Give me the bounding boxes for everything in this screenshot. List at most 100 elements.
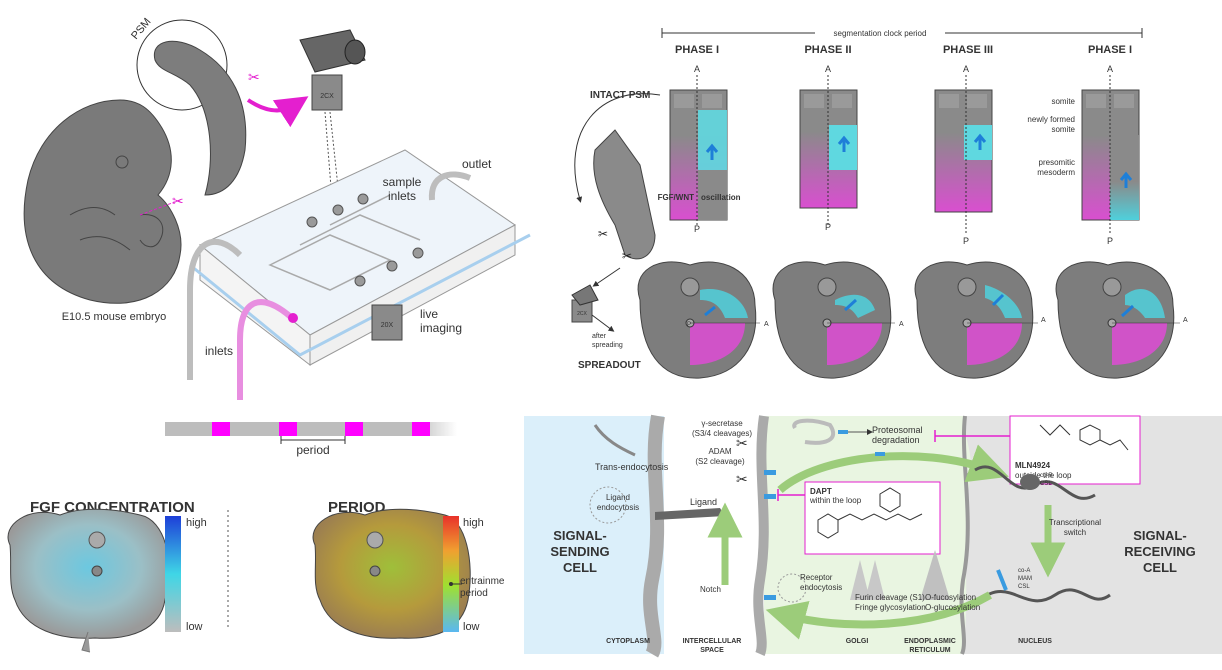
vesicle <box>792 418 836 445</box>
objective-2cx-small-label: 2CX <box>577 311 587 317</box>
sample-inlets-label-1: sample <box>383 175 422 189</box>
outlet-label: outlet <box>462 157 492 171</box>
spreadout-phase-4 <box>1055 261 1180 379</box>
somite-label: somite <box>1051 97 1075 106</box>
period-colorbar <box>443 516 459 632</box>
period-high-label: high <box>463 517 484 529</box>
receiving-label-2: RECEIVING <box>1124 544 1196 559</box>
trans-endo-label: Trans-endocytosis <box>595 462 669 472</box>
fgf-colorbar <box>165 516 181 632</box>
entrainment-label-1: entrainme <box>460 576 505 587</box>
oglc-label: O-glucosylation <box>925 603 980 612</box>
receiving-membrane <box>753 415 769 656</box>
mouse-embryo <box>23 99 182 304</box>
big-green-arrow-bottom <box>765 591 993 640</box>
embryo-panel: ✂ E10.5 mouse embryo PSM ✂ 2CX outlet sa… <box>23 16 531 457</box>
clock-period-header: segmentation clock period <box>834 29 927 38</box>
receiving-label-3: CELL <box>1143 560 1177 575</box>
outlet-tube <box>428 171 472 201</box>
transcr-label-1: Transcriptional <box>1049 518 1101 527</box>
inlets-label: inlets <box>205 344 233 358</box>
fringe-label: Fringe glycosylation <box>855 603 926 612</box>
golgi-stack <box>850 550 950 600</box>
scissors-icon: ✂ <box>622 249 632 263</box>
psm-phase-2 <box>799 75 858 225</box>
presomitic-label-2: mesoderm <box>1037 168 1075 177</box>
mln-sub-label: outside the loop <box>1015 471 1072 480</box>
sending-label-3: CELL <box>563 560 597 575</box>
big-green-arrow-top <box>777 444 1009 494</box>
objective-2cx-label: 2CX <box>320 93 334 100</box>
cor-label: co-R <box>1040 473 1053 479</box>
phase-2-label: PHASE II <box>804 44 851 56</box>
phase-1-label: PHASE I <box>675 44 719 56</box>
intercellular-label-1: INTERCELLULAR <box>683 638 742 645</box>
furin-label: Furin cleavage (S1) <box>855 593 925 602</box>
er-label-1: ENDOPLASMIC <box>904 638 956 645</box>
dna-lower <box>979 588 1111 603</box>
fgf-explant <box>7 508 170 639</box>
anterior-label-3: A <box>963 64 969 74</box>
gamma-label-2: (S3/4 cleavages) <box>692 429 752 438</box>
dapt-box <box>804 481 941 555</box>
scissors-icon: ✂ <box>172 193 184 209</box>
sending-label-1: SIGNAL- <box>553 528 606 543</box>
coa-label: co-A <box>1018 568 1030 574</box>
dapt-structure <box>817 487 923 539</box>
receiving-label-1: SIGNAL- <box>1133 528 1186 543</box>
sending-cell-bg <box>524 416 664 654</box>
spreadout-phase-3 <box>914 261 1038 379</box>
period-low-label: low <box>463 621 480 633</box>
newly-formed-label-1: newly formed <box>1027 115 1075 124</box>
after-label-1: after <box>592 333 607 340</box>
anterior-label: A <box>694 64 700 74</box>
psm-label: PSM <box>129 16 154 42</box>
fgf-high-label: high <box>186 517 207 529</box>
oscillation-label: oscillation <box>701 193 741 202</box>
anterior-label-2: A <box>825 64 831 74</box>
clock-panel: segmentation clock period PHASE I PHASE … <box>571 27 1188 379</box>
dapt-sub-label: within the loop <box>809 496 862 505</box>
golgi-label: GOLGI <box>846 638 869 645</box>
spreadout-label: SPREADOUT <box>578 360 641 371</box>
posterior-label-2: P <box>825 222 831 232</box>
phase-3-label: PHASE III <box>943 44 993 56</box>
posterior-label: P <box>694 224 700 234</box>
gradient-panel: FGF CONCENTRATION high low PERIOD high l… <box>7 499 505 653</box>
er-label-2: RETICULUM <box>909 647 950 654</box>
csl2-label: CSL <box>1018 584 1030 590</box>
scissors-icon: ✂ <box>248 69 260 85</box>
mln-box <box>1009 415 1141 485</box>
chip-channels <box>268 194 421 291</box>
entrainment-label-2: period <box>460 588 488 599</box>
psm-phase-3 <box>934 75 993 235</box>
sending-membrane <box>643 414 665 658</box>
inlet-tube-magenta <box>237 299 294 400</box>
period-explant <box>312 508 471 639</box>
spreadout-a-label: A <box>764 321 769 328</box>
spreadout-phase-2 <box>772 261 895 379</box>
mln-label: MLN4924 <box>1015 461 1051 470</box>
fgf-wnt-label: FGF/WNT <box>658 193 695 202</box>
spreadout-a-label-4: A <box>1183 317 1188 324</box>
adam-label-2: (S2 cleavage) <box>695 457 745 466</box>
notch-label: Notch <box>700 585 721 594</box>
period-title: PERIOD <box>328 499 386 516</box>
ligand-endo-label-2: endocytosis <box>597 503 639 512</box>
spreadout-a-label-3: A <box>1041 317 1046 324</box>
dapt-label: DAPT <box>810 487 832 496</box>
nuclear-membrane <box>959 415 970 655</box>
gamma-label-1: γ-secretase <box>701 419 743 428</box>
live-label-1: live <box>420 307 438 321</box>
embryo-tail <box>139 214 164 248</box>
cytoplasm-label: CYTOPLASM <box>606 638 650 645</box>
fgf-low-label: low <box>186 621 203 633</box>
notch-panel: Trans-endocytosis Ligand endocytosis Lig… <box>524 414 1222 658</box>
trans-endocytosis-vesicle <box>593 424 636 457</box>
presomitic-label-1: presomitic <box>1039 158 1075 167</box>
spreadout-p-label: P <box>687 322 691 328</box>
proteo-label-1: Proteosomal <box>872 425 923 435</box>
after-label-2: spreading <box>592 342 623 349</box>
mln4924-structure <box>1039 424 1129 451</box>
